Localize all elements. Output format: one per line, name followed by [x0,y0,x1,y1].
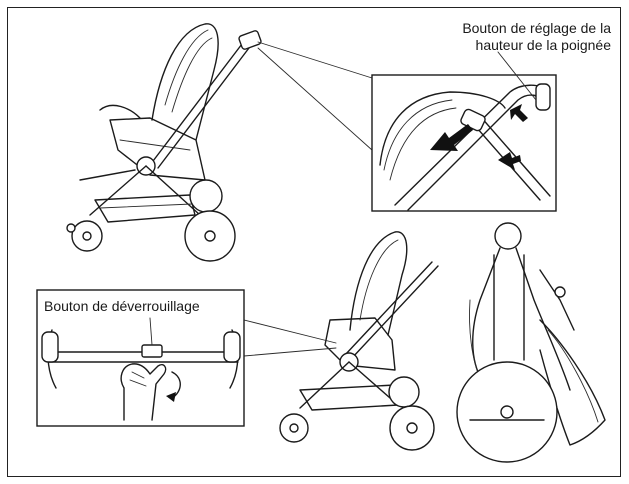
stroller-full-view [66,23,262,262]
callout-line-top [257,41,373,79]
height-label-line2: hauteur de la poignée [475,37,611,53]
arrow-up-icon [510,104,528,122]
arrow-left-icon [430,124,473,151]
unlock-button-icon [141,344,163,358]
unlock-label-pointer [149,317,153,346]
unlock-button-label: Bouton de déverrouillage [44,298,200,314]
stroller-folded-view [456,222,606,463]
height-label-pointer [497,51,537,101]
unlock-detail [36,289,245,427]
stroller-unlock-view [279,231,439,451]
diagram-frame [7,7,621,477]
curved-arrow-icon [166,392,176,402]
callout-line-bottom [257,47,373,151]
unlock-callout-bottom [243,347,337,357]
unlock-callout-top [235,317,337,344]
height-label-line1: Bouton de réglage de la [462,20,611,36]
height-adjust-button-label: Bouton de réglage de la hauteur de la po… [462,20,611,54]
handle-height-detail [371,74,557,212]
arrow-down-icon [498,152,521,170]
